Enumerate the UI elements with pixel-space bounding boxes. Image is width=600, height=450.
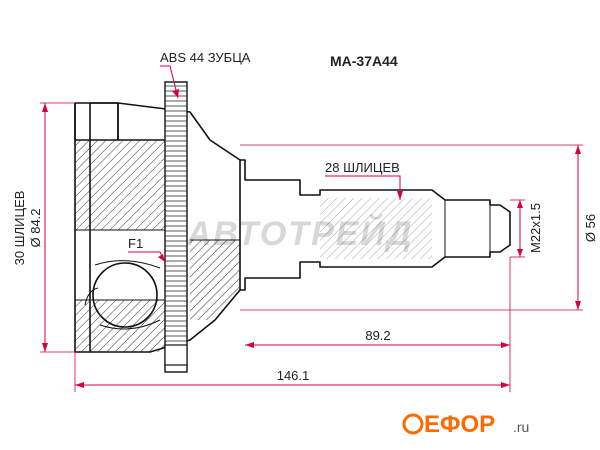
brand-name: ЕФОР — [424, 411, 495, 438]
inner-splines-label: 30 ШЛИЦЕВ — [12, 191, 27, 266]
brand-domain: .ru — [513, 419, 529, 435]
stub-shaft — [240, 159, 511, 291]
outer-diameter-label: Ø 84.2 — [28, 208, 43, 247]
thread-label: M22x1.5 — [528, 203, 543, 253]
total-length-label: 146.1 — [277, 368, 310, 383]
dimensions — [40, 65, 583, 392]
part-f1-label: F1 — [128, 236, 143, 251]
shaft-length-label: 89.2 — [365, 328, 390, 343]
part-number-title: MA-37A44 — [330, 53, 398, 69]
shaft-diameter-label: Ø 56 — [583, 214, 598, 242]
abs-label: ABS 44 ЗУБЦА — [160, 50, 251, 65]
brand-logo: ЕФОР .ru — [402, 411, 529, 438]
abs-ring — [164, 81, 188, 373]
ball-cage — [84, 260, 161, 330]
outer-splines-label: 28 ШЛИЦЕВ — [325, 160, 400, 175]
